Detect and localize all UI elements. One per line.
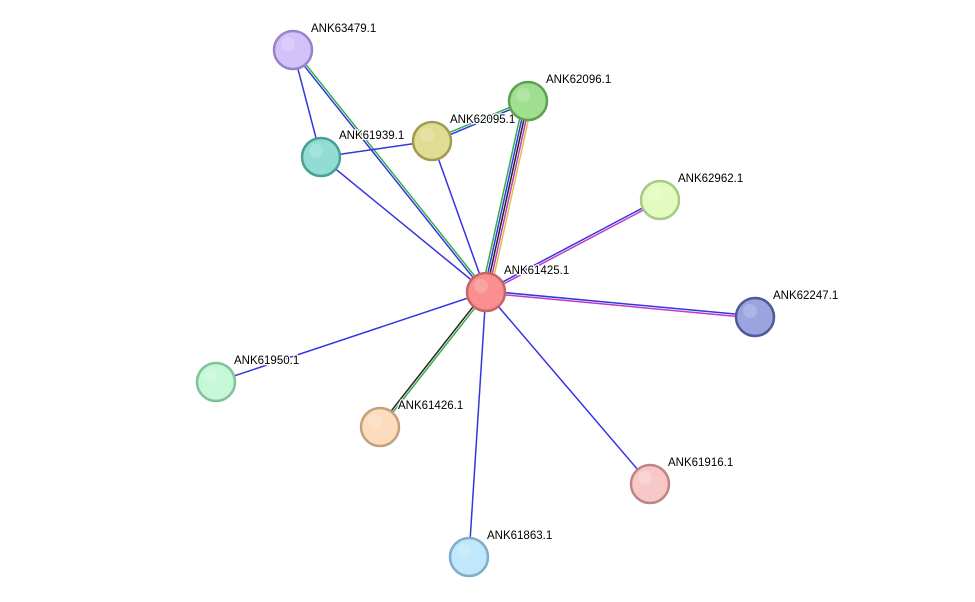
node-highlight (474, 279, 488, 293)
edge-evidence-line (485, 291, 651, 485)
edge-evidence-line (480, 99, 525, 292)
node-circle[interactable] (448, 536, 490, 578)
node-label: ANK61425.1 (504, 265, 569, 277)
edge-ank61425-1-ank62096-1[interactable] (480, 99, 534, 294)
node-ank61916-1[interactable]: ANK61916.1 (629, 456, 734, 505)
edge-ank61425-1-ank63479-1[interactable] (291, 48, 488, 294)
node-highlight (420, 128, 434, 142)
node-ank61425-1[interactable]: ANK61425.1 (465, 264, 570, 313)
node-circle[interactable] (272, 29, 314, 71)
edge-layer (215, 48, 756, 558)
node-label: ANK63479.1 (311, 23, 376, 35)
edge-evidence-line (291, 50, 486, 294)
node-highlight (743, 304, 757, 318)
node-highlight (638, 471, 652, 485)
edge-ank61425-1-ank61863-1[interactable] (468, 291, 487, 558)
node-ank61939-1[interactable]: ANK61939.1 (300, 129, 405, 178)
node-label: ANK62247.1 (773, 290, 838, 302)
node-highlight (368, 414, 382, 428)
node-highlight (648, 187, 662, 201)
node-ank63479-1[interactable]: ANK63479.1 (272, 22, 377, 71)
node-ank61863-1[interactable]: ANK61863.1 (448, 529, 553, 578)
edge-evidence-line (486, 200, 661, 294)
node-ank61950-1[interactable]: ANK61950.1 (195, 354, 300, 403)
edge-evidence-line (485, 292, 755, 319)
edge-evidence-line (320, 156, 487, 293)
edge-ank61425-1-ank62095-1[interactable] (431, 140, 487, 293)
edge-evidence-line (485, 198, 660, 292)
edge-evidence-line (483, 100, 527, 292)
node-label: ANK62096.1 (546, 74, 611, 86)
node-highlight (309, 144, 323, 158)
edge-evidence-line (215, 291, 487, 383)
node-ank62247-1[interactable]: ANK62247.1 (734, 289, 839, 338)
node-circle[interactable] (734, 296, 776, 338)
node-highlight (204, 369, 218, 383)
edge-ank61425-1-ank62962-1[interactable] (485, 198, 661, 294)
edge-evidence-line (485, 100, 529, 293)
node-label: ANK61950.1 (234, 355, 299, 367)
node-ank62095-1[interactable]: ANK62095.1 (411, 113, 516, 162)
edge-evidence-line (378, 290, 486, 427)
node-ank62096-1[interactable]: ANK62096.1 (507, 73, 612, 122)
node-circle[interactable] (629, 463, 671, 505)
node-highlight (516, 88, 530, 102)
node-label: ANK61863.1 (487, 530, 552, 542)
edge-ank61425-1-ank61916-1[interactable] (485, 291, 651, 485)
edge-evidence-line (431, 140, 487, 293)
edge-ank61425-1-ank61426-1[interactable] (378, 290, 488, 429)
edge-ank61425-1-ank62247-1[interactable] (485, 290, 756, 319)
node-label: ANK62095.1 (450, 114, 515, 126)
node-circle[interactable] (507, 80, 549, 122)
edge-evidence-line (293, 48, 488, 292)
node-circle[interactable] (359, 406, 401, 448)
node-circle[interactable] (195, 361, 237, 403)
node-circle[interactable] (465, 271, 507, 313)
node-ank61426-1[interactable]: ANK61426.1 (359, 399, 464, 448)
node-highlight (281, 37, 295, 51)
edge-evidence-line (468, 291, 487, 558)
node-circle[interactable] (300, 136, 342, 178)
node-ank62962-1[interactable]: ANK62962.1 (639, 172, 744, 221)
edge-evidence-line (486, 290, 756, 317)
node-label: ANK61916.1 (668, 457, 733, 469)
node-label: ANK62962.1 (678, 173, 743, 185)
edge-evidence-line (487, 101, 531, 293)
node-label: ANK61939.1 (339, 130, 404, 142)
node-circle[interactable] (411, 120, 453, 162)
node-highlight (457, 544, 471, 558)
edge-evidence-line (380, 292, 488, 429)
edge-ank61425-1-ank61939-1[interactable] (320, 156, 487, 293)
node-circle[interactable] (639, 179, 681, 221)
node-label: ANK61426.1 (398, 400, 463, 412)
edge-ank61425-1-ank61950-1[interactable] (215, 291, 487, 383)
edge-evidence-line (489, 101, 534, 294)
